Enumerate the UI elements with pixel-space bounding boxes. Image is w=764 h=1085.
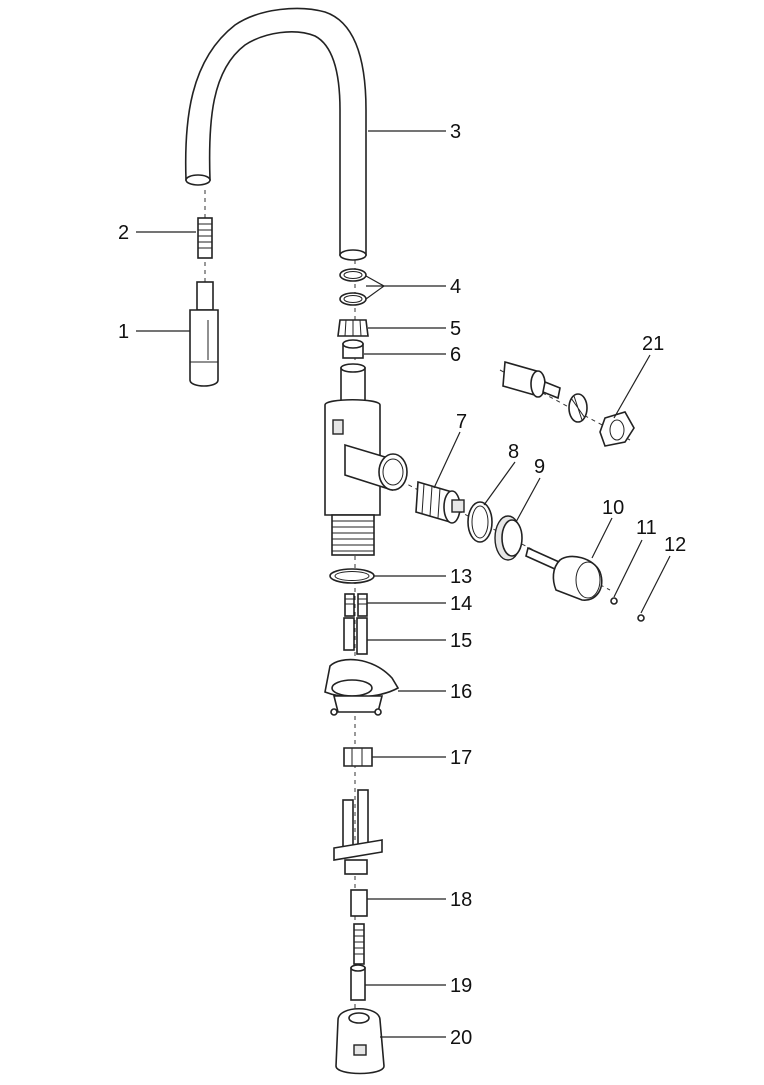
callout-17: 17: [450, 747, 472, 769]
part-6-bushing: [342, 339, 364, 359]
part-8-o-ring: [467, 501, 493, 543]
callout-13: 13: [450, 566, 472, 588]
callout-16: 16: [450, 681, 472, 703]
part-3-spout: [184, 7, 367, 261]
callout-9: 9: [534, 456, 545, 478]
part-5-nut: [337, 319, 369, 337]
part-16-mounting-bracket: [324, 658, 400, 716]
callout-8: 8: [508, 441, 519, 463]
callout-4: 4: [450, 276, 461, 298]
callout-19: 19: [450, 975, 472, 997]
part-20-mounting-nut: [335, 1008, 385, 1075]
callout-6: 6: [450, 344, 461, 366]
part-14-hose-connectors: [344, 593, 368, 617]
faucet-body: [324, 363, 408, 556]
part-10-lever-handle: [525, 546, 603, 601]
part-21-diverter-assembly: [502, 360, 635, 447]
part-7-cartridge: [415, 480, 465, 524]
callout-12: 12: [664, 534, 686, 556]
callout-21: 21: [642, 333, 664, 355]
part-11-cover-plug: [610, 597, 618, 605]
part-9-cap: [494, 515, 523, 561]
part-12-set-screw: [637, 614, 645, 622]
part-2-threaded-nipple: [197, 217, 213, 259]
leader-lines: [136, 130, 671, 1038]
callout-18: 18: [450, 889, 472, 911]
part-18-threaded-rod: [350, 889, 368, 965]
callout-5: 5: [450, 318, 461, 340]
part-19-sleeve: [350, 964, 366, 1001]
callout-7: 7: [456, 411, 467, 433]
callout-11: 11: [636, 517, 657, 539]
callout-15: 15: [450, 630, 472, 652]
part-15-supply-tubes: [343, 617, 368, 655]
callout-labels: 2 1 3 4 5 6 7 8 9 10 11 12 13 14 15 16 1…: [118, 121, 686, 1049]
part-17-clip: [343, 747, 373, 767]
part-1-handpiece: [189, 281, 219, 387]
mounting-rods: [333, 789, 383, 875]
part-4-o-rings: [339, 268, 367, 306]
callout-10: 10: [602, 497, 624, 519]
callout-2: 2: [118, 222, 129, 244]
part-13-o-ring: [329, 568, 375, 584]
callout-20: 20: [450, 1027, 472, 1049]
callout-1: 1: [118, 321, 129, 343]
callout-14: 14: [450, 593, 472, 615]
callout-3: 3: [450, 121, 461, 143]
